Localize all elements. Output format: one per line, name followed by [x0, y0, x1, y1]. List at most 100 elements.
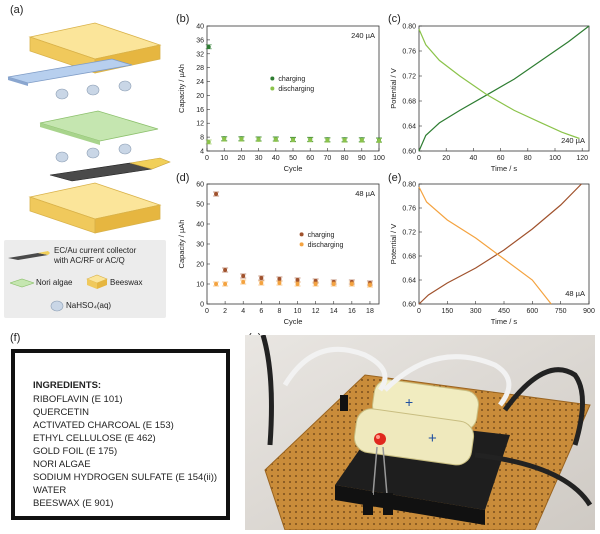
x-tick-label: 600 [526, 308, 538, 315]
legend-collector-line1: EC/Au current collector [54, 246, 137, 255]
y-tick-label: 40 [196, 222, 204, 229]
x-tick-label: 10 [294, 308, 302, 315]
current-annotation: 240 µA [561, 136, 585, 145]
data-point-discharging [239, 137, 244, 142]
series-line-discharging [418, 28, 580, 140]
panel-label-b: (b) [176, 13, 190, 25]
legend-label: discharging [278, 86, 314, 93]
legend-electrolyte: NaHSO₄(aq) [66, 301, 112, 310]
data-point-charging [223, 268, 228, 272]
x-tick-label: 150 [441, 308, 453, 315]
data-point-discharging [359, 138, 364, 143]
beeswax-swatch-icon [86, 274, 108, 289]
nori-swatch-icon [10, 278, 34, 288]
y-axis-label: Potential / V [389, 68, 398, 108]
y-tick-label: 0.76 [402, 49, 416, 56]
ingredient-item: BEESWAX (E 901) [33, 498, 114, 509]
legend-marker [270, 76, 275, 81]
x-tick-label: 20 [442, 155, 450, 162]
data-point-discharging [222, 137, 227, 142]
battery-exploded-schematic [7, 22, 171, 234]
red-led [372, 433, 388, 496]
legend-marker [270, 86, 275, 91]
data-point-charging [259, 276, 264, 280]
x-tick-label: 300 [470, 308, 482, 315]
x-tick-label: 0 [205, 155, 209, 162]
ingredient-item: ACTIVATED CHARCOAL (E 153) [33, 420, 174, 431]
data-point-discharging [256, 137, 261, 142]
x-tick-label: 16 [348, 308, 356, 315]
x-axis-label: Cycle [284, 164, 303, 173]
y-tick-label: 24 [196, 79, 204, 86]
y-tick-label: 50 [196, 202, 204, 209]
y-tick-label: 8 [200, 135, 204, 142]
y-tick-label: 0.68 [402, 99, 416, 106]
x-axis-label: Cycle [284, 317, 303, 326]
y-tick-label: 0.72 [402, 230, 416, 237]
plus-sign-icon: + [428, 430, 437, 447]
data-point-discharging [206, 139, 211, 144]
y-tick-label: 20 [196, 262, 204, 269]
x-tick-label: 90 [358, 155, 366, 162]
legend-marker [299, 232, 304, 237]
x-tick-label: 14 [330, 308, 338, 315]
y-tick-label: 4 [200, 149, 204, 156]
electrolyte-droplets-top [55, 80, 132, 100]
y-tick-label: 0.72 [402, 74, 416, 81]
y-tick-label: 0.60 [402, 302, 416, 309]
legend-label: discharging [308, 242, 344, 249]
x-tick-label: 900 [583, 308, 595, 315]
y-tick-label: 0.64 [402, 124, 416, 131]
x-tick-label: 60 [497, 155, 505, 162]
data-point-discharging [273, 137, 278, 142]
plus-sign-icon: + [405, 394, 413, 410]
x-tick-label: 100 [373, 155, 385, 162]
data-point-discharging [214, 282, 219, 286]
y-tick-label: 16 [196, 107, 204, 114]
y-tick-label: 12 [196, 121, 204, 128]
series-line-discharging [418, 186, 552, 305]
x-tick-label: 10 [220, 155, 228, 162]
legend-label: charging [278, 76, 305, 83]
legend-label: charging [308, 232, 335, 239]
ingredient-item: GOLD FOIL (E 175) [33, 446, 118, 457]
y-tick-label: 0 [200, 302, 204, 309]
y-tick-label: 0.68 [402, 254, 416, 261]
x-axis-label: Time / s [491, 317, 518, 326]
schematic-legend: EC/Au current collector with AC/RF or AC… [4, 240, 166, 318]
y-tick-label: 10 [196, 282, 204, 289]
y-tick-label: 30 [196, 242, 204, 249]
legend-beeswax: Beeswax [110, 278, 143, 287]
series-line-charging [418, 183, 582, 305]
panel-label-a: (a) [10, 4, 24, 16]
y-tick-label: 0.64 [402, 278, 416, 285]
data-point-charging [214, 192, 219, 196]
y-tick-label: 0.80 [402, 24, 416, 31]
ingredient-item: WATER [33, 485, 67, 496]
electrolyte-droplets-bottom [55, 143, 132, 163]
data-point-discharging [241, 280, 246, 284]
y-tick-label: 28 [196, 65, 204, 72]
x-tick-label: 8 [277, 308, 281, 315]
ingredient-item: ETHYL CELLULOSE (E 462) [33, 433, 156, 444]
panel-label-c: (c) [388, 13, 401, 25]
data-point-discharging [277, 281, 282, 285]
wire-right [502, 367, 585, 446]
droplet-swatch-icon [50, 300, 64, 312]
y-tick-label: 60 [196, 182, 204, 189]
ingredient-item: NORI ALGAE [33, 459, 91, 470]
x-tick-label: 750 [555, 308, 567, 315]
x-tick-label: 0 [417, 308, 421, 315]
x-tick-label: 80 [341, 155, 349, 162]
legend-nori: Nori algae [36, 278, 73, 287]
x-tick-label: 18 [366, 308, 374, 315]
legend-marker [299, 242, 304, 247]
data-point-discharging [291, 137, 295, 142]
current-annotation: 48 µA [355, 189, 375, 198]
current-annotation: 240 µA [351, 31, 375, 40]
wire-bottom-right [474, 452, 593, 507]
panel-label-f: (f) [10, 332, 21, 344]
x-tick-label: 70 [324, 155, 332, 162]
